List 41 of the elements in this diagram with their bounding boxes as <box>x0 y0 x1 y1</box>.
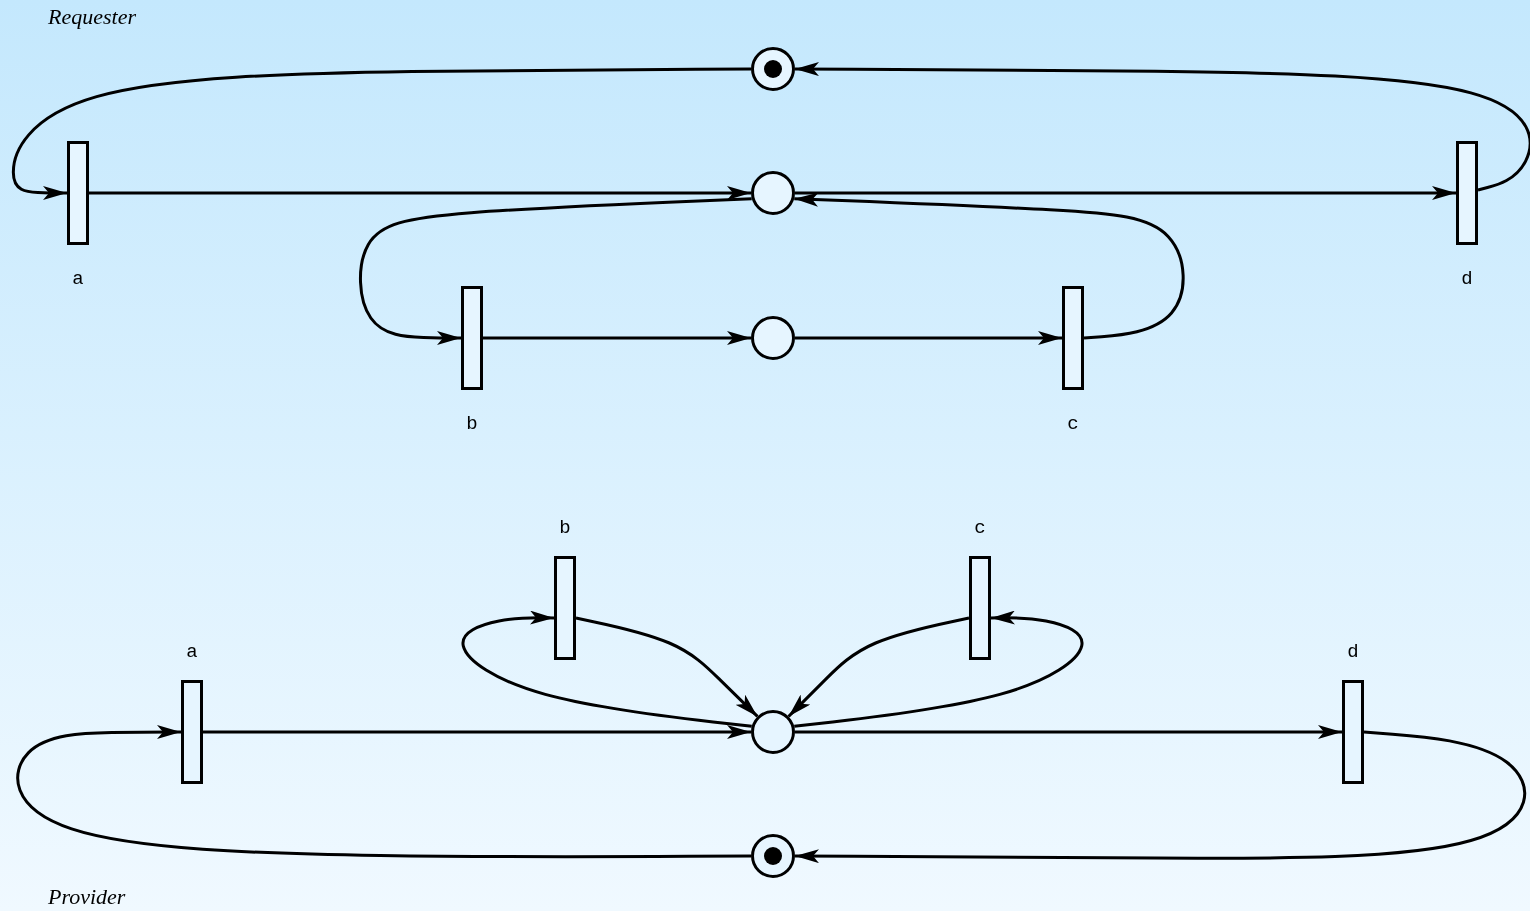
arrow <box>795 331 1062 345</box>
token-dot <box>764 60 782 78</box>
arrow <box>461 610 752 728</box>
arrow <box>89 186 751 200</box>
transition-bar <box>461 286 483 390</box>
arrow <box>795 186 1456 200</box>
place-circle <box>751 834 795 878</box>
arrow <box>794 192 1185 340</box>
arrow <box>203 725 751 739</box>
place-circle <box>751 710 795 754</box>
transition-bar <box>1062 286 1084 390</box>
section-label: Provider <box>48 885 126 909</box>
place-circle <box>751 47 795 91</box>
transition-label: b <box>466 414 478 434</box>
transition-bar <box>1342 680 1364 784</box>
token-dot <box>764 847 782 865</box>
place-circle <box>751 171 795 215</box>
transition-label: c <box>1067 414 1079 434</box>
arrow <box>16 725 751 859</box>
arrow <box>359 197 752 345</box>
arrow <box>787 616 970 718</box>
transition-bar <box>1456 141 1478 245</box>
arrow <box>795 62 1530 192</box>
transition-label: b <box>559 518 571 538</box>
transition-label: d <box>1461 269 1473 289</box>
arrow <box>483 331 751 345</box>
arrow <box>795 725 1342 739</box>
transition-bar <box>181 680 203 784</box>
transition-label: d <box>1347 642 1359 662</box>
transition-bar <box>67 141 89 245</box>
arrow <box>575 616 759 718</box>
section-label: Requester <box>48 5 136 29</box>
transition-label: a <box>186 642 198 662</box>
place-circle <box>751 316 795 360</box>
transition-label: a <box>72 269 84 289</box>
transition-bar <box>554 556 576 660</box>
arrow <box>795 730 1526 864</box>
arrow <box>794 610 1084 728</box>
arrow <box>11 67 751 200</box>
transition-label: c <box>974 518 986 538</box>
transition-bar <box>969 556 991 660</box>
